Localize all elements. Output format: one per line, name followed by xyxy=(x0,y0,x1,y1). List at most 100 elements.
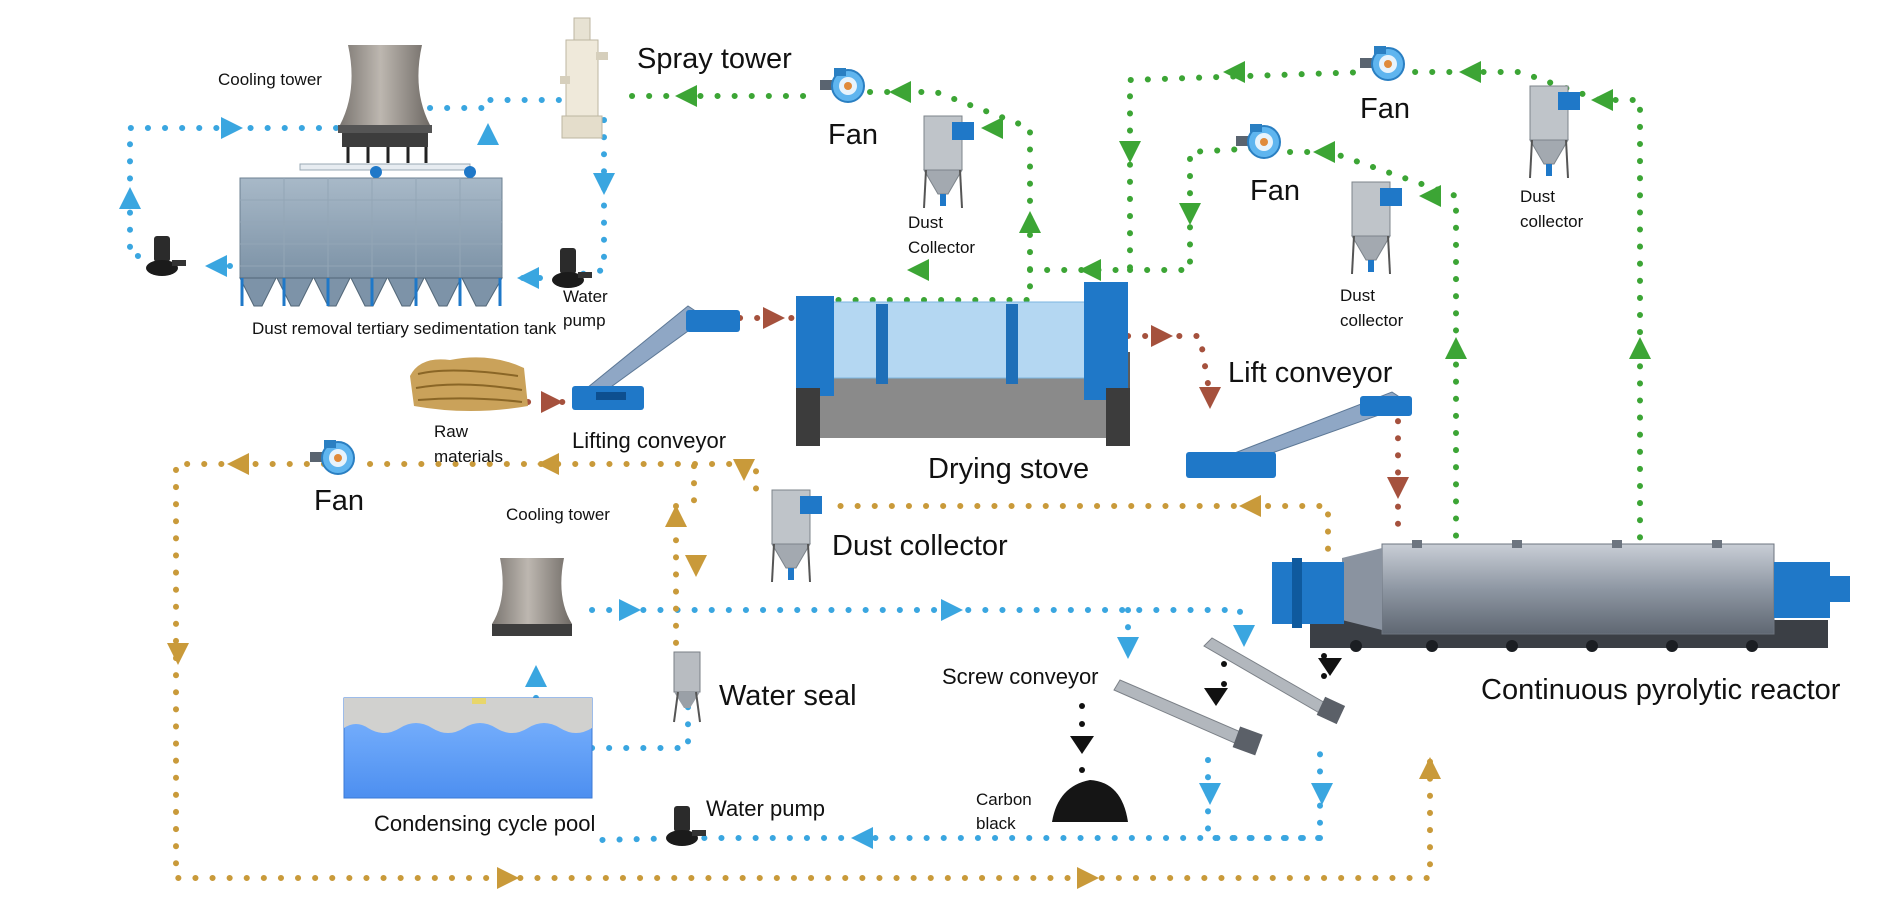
carbon-drops xyxy=(1070,653,1342,773)
triangle-arrow-icon xyxy=(1591,89,1613,111)
triangle-arrow-icon xyxy=(981,117,1003,139)
spray-tower-label: Spray tower xyxy=(637,43,792,75)
pump-icons xyxy=(146,236,706,846)
cyclone-dust-collector-icon xyxy=(771,489,822,583)
water-line xyxy=(589,607,1243,631)
carbon-black-icon xyxy=(1052,780,1128,822)
triangle-arrow-icon xyxy=(1070,736,1094,754)
lift-conveyor-label: Lift conveyor xyxy=(1228,357,1393,389)
triangle-arrow-icon xyxy=(525,665,547,687)
water-seal-label: Water seal xyxy=(719,680,857,712)
continuous-reactor-label: Continuous pyrolytic reactor xyxy=(1481,674,1841,706)
triangle-arrow-icon xyxy=(665,505,687,527)
triangle-arrow-icon xyxy=(1119,141,1141,163)
cyclone-dust-collector-icon xyxy=(1351,181,1402,275)
triangle-arrow-icon xyxy=(1179,203,1201,225)
carbon-drop xyxy=(1079,767,1085,773)
triangle-arrow-icon xyxy=(1223,61,1245,83)
triangle-arrow-icon xyxy=(537,453,559,475)
triangle-arrow-icon xyxy=(1151,325,1173,347)
dust-collector-icons xyxy=(771,85,1580,583)
triangle-arrow-icon xyxy=(1313,141,1335,163)
cooling-tower-icon xyxy=(338,45,432,163)
triangle-arrow-icon xyxy=(675,85,697,107)
cooling-tower-bottom-label: Cooling tower xyxy=(506,505,610,524)
material-line xyxy=(1125,333,1213,399)
triangle-arrow-icon xyxy=(1311,783,1333,805)
centrifugal-fan-icon xyxy=(1236,124,1281,159)
centrifugal-fan-icon xyxy=(1360,46,1405,81)
cooling-tower-top-label: Cooling tower xyxy=(218,70,322,89)
water-pump-top-label-b: pump xyxy=(563,311,606,330)
triangle-arrow-icon xyxy=(1239,495,1261,517)
lifting-conveyor-label: Lifting conveyor xyxy=(572,428,726,453)
triangle-arrow-icon xyxy=(685,555,707,577)
condensing-pool-label: Condensing cycle pool xyxy=(374,811,595,836)
carbon-drop xyxy=(1079,721,1085,727)
cyclone-dust-collector-icon xyxy=(1529,85,1580,179)
labels: Cooling tower Spray tower Fan Dust Colle… xyxy=(218,43,1841,836)
triangle-arrow-icon xyxy=(1199,387,1221,409)
triangle-arrow-icon xyxy=(1233,625,1255,647)
fan-label-2: Fan xyxy=(1360,93,1410,125)
sedimentation-tank-label: Dust removal tertiary sedimentation tank xyxy=(252,319,557,338)
triangle-arrow-icon xyxy=(733,459,755,481)
triangle-arrow-icon xyxy=(167,643,189,665)
carbon-drop xyxy=(1321,653,1327,659)
triangle-arrow-icon xyxy=(763,307,785,329)
cooling-tower-icon xyxy=(492,558,572,636)
dust-collector-3-label-a: Dust xyxy=(1520,187,1555,206)
triangle-arrow-icon xyxy=(1318,658,1342,676)
dust-collector-3-label-b: collector xyxy=(1520,212,1584,231)
carbon-drop xyxy=(1221,681,1227,687)
condensing-pool-icon xyxy=(343,697,593,799)
submersible-pump-icon xyxy=(552,248,592,288)
dust-collector-2-label-a: Dust xyxy=(1340,286,1375,305)
triangle-arrow-icon xyxy=(1019,211,1041,233)
triangle-arrow-icon xyxy=(619,599,641,621)
triangle-arrow-icon xyxy=(851,827,873,849)
water-seal-icon xyxy=(673,651,701,723)
carbon-black-label-a: Carbon xyxy=(976,790,1032,809)
dust-collector-1-label-a: Dust xyxy=(908,213,943,232)
triangle-arrow-icon xyxy=(907,259,929,281)
water-line xyxy=(557,117,607,281)
triangle-arrow-icon xyxy=(205,255,227,277)
water-pump-bottom-label: Water pump xyxy=(706,796,825,821)
dust-collector-2-label-b: collector xyxy=(1340,311,1404,330)
triangle-arrow-icon xyxy=(889,81,911,103)
carbon-drop xyxy=(1221,661,1227,667)
fan-icons xyxy=(310,46,1405,475)
oil-gas-line xyxy=(173,461,1433,881)
triangle-arrow-icon xyxy=(1079,259,1101,281)
triangle-arrow-icon xyxy=(593,173,615,195)
triangle-arrow-icon xyxy=(1199,783,1221,805)
water-line xyxy=(1205,737,1323,841)
dust-collector-4-label: Dust collector xyxy=(832,530,1008,562)
fan-label-3: Fan xyxy=(1250,175,1300,207)
gas-line xyxy=(1395,69,1643,543)
triangle-arrow-icon xyxy=(1117,637,1139,659)
raw-materials-icon xyxy=(410,357,528,411)
triangle-arrow-icon xyxy=(477,123,499,145)
triangle-arrow-icon xyxy=(1419,757,1441,779)
screw-conveyor-label: Screw conveyor xyxy=(942,664,1099,689)
raw-materials-label-a: Raw xyxy=(434,422,469,441)
submersible-pump-icon xyxy=(146,236,186,276)
gas-line xyxy=(1287,149,1459,543)
triangle-arrow-icon xyxy=(119,187,141,209)
raw-materials-label-b: materials xyxy=(434,447,503,466)
triangle-arrow-icon xyxy=(541,391,563,413)
lift-conveyor-icon xyxy=(1186,391,1412,478)
drying-stove-label: Drying stove xyxy=(928,453,1089,485)
spray-tower-icon xyxy=(560,17,608,139)
continuous-reactor-icon xyxy=(1272,540,1850,652)
flow-lines xyxy=(119,61,1651,889)
triangle-arrow-icon xyxy=(941,599,963,621)
oil-gas-line xyxy=(367,461,759,493)
cyclone-dust-collector-icon xyxy=(923,115,974,209)
triangle-arrow-icon xyxy=(1077,867,1099,889)
submersible-pump-icon xyxy=(666,806,706,846)
